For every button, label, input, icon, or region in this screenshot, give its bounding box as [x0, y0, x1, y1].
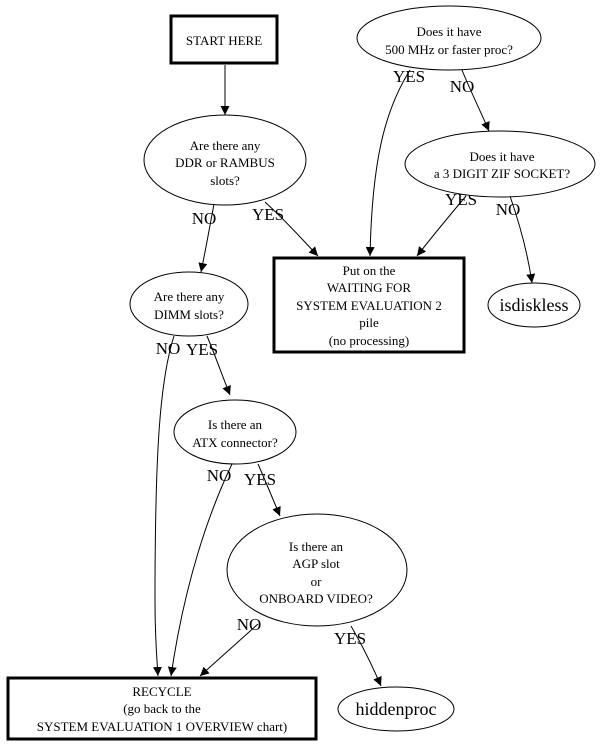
node-waiting-line-2: WAITING FOR [327, 280, 411, 295]
edge-label-atx-yes: YES [244, 470, 276, 489]
edge-atx-recycle [167, 463, 233, 677]
node-agp-line-3: or [311, 574, 323, 589]
edge-agp-hiddenproc [350, 625, 382, 687]
node-dimm-shape [129, 271, 249, 337]
node-zif-shape [404, 130, 596, 198]
edge-dimm-atx [206, 335, 231, 396]
node-recycle-line-1: RECYCLE [132, 684, 191, 699]
node-agp-shape [226, 513, 408, 627]
edge-zif-waiting [416, 195, 467, 257]
node-ddr-shape [143, 114, 307, 206]
edge-ddr-waiting [264, 201, 319, 257]
node-ddr: Are there any DDR or RAMBUS slots? [143, 114, 307, 206]
node-agp-line-2: AGP slot [292, 556, 340, 571]
node-atx: Is there an ATX connector? [173, 399, 297, 465]
node-isdiskless-text: isdiskless [499, 295, 568, 315]
node-ddr-line-1: Are there any [190, 138, 261, 153]
node-waiting-line-3: SYSTEM EVALUATION 2 [296, 298, 442, 313]
node-mhz-line-2: 500 MHz or faster proc? [385, 42, 513, 57]
edge-ddr-dimm [198, 203, 215, 273]
edge-label-ddr-no: NO [192, 209, 217, 228]
node-hiddenproc-shape [337, 686, 455, 732]
node-start-text: START HERE [186, 33, 262, 48]
node-mhz-line-1: Does it have [417, 24, 482, 39]
node-recycle: RECYCLE (go back to the SYSTEM EVALUATIO… [6, 676, 318, 741]
edge-label-agp-yes: YES [334, 629, 366, 648]
node-zif-line-1: Does it have [470, 149, 535, 164]
node-zif: Does it have a 3 DIGIT ZIF SOCKET? [404, 130, 596, 198]
edge-label-dimm-no: NO [156, 339, 181, 358]
node-recycle-line-2: (go back to the [123, 701, 201, 716]
edge-label-zif-no: NO [496, 200, 521, 219]
node-waiting-line-5: (no processing) [329, 333, 410, 348]
edges [152, 65, 536, 687]
node-isdiskless: isdiskless [487, 282, 581, 328]
node-recycle-line-3: SYSTEM EVALUATION 1 OVERVIEW chart) [37, 719, 288, 734]
edge-atx-agp [257, 463, 281, 517]
edge-mhz-waiting [365, 69, 411, 257]
edge-agp-recycle [199, 623, 259, 677]
edge-zif-isdiskless [509, 195, 536, 284]
node-waiting: Put on the WAITING FOR SYSTEM EVALUATION… [272, 256, 466, 354]
node-dimm-line-2: DIMM slots? [154, 307, 224, 322]
node-waiting-line-4: pile [359, 315, 379, 330]
node-mhz-shape [356, 5, 542, 71]
node-zif-line-2: a 3 DIGIT ZIF SOCKET? [434, 166, 570, 181]
node-recycle-shape [6, 676, 318, 741]
edge-label-dimm-yes: YES [186, 340, 218, 359]
node-start: START HERE [169, 14, 279, 65]
node-hiddenproc: hiddenproc [337, 686, 455, 732]
node-dimm-line-1: Are there any [154, 289, 225, 304]
node-isdiskless-shape [487, 282, 581, 328]
node-agp: Is there an AGP slot or ONBOARD VIDEO? [226, 513, 408, 627]
edge-label-mhz-no: NO [450, 77, 475, 96]
edge-label-atx-no: NO [207, 466, 232, 485]
node-hiddenproc-text: hiddenproc [356, 699, 437, 719]
node-agp-line-4: ONBOARD VIDEO? [259, 591, 373, 606]
node-atx-line-1: Is there an [208, 417, 263, 432]
edge-label-mhz-yes: YES [393, 67, 425, 86]
node-start-shape [169, 14, 279, 65]
edge-mhz-zif [461, 69, 490, 132]
node-atx-line-2: ATX connector? [192, 435, 278, 450]
node-mhz: Does it have 500 MHz or faster proc? [356, 5, 542, 71]
node-waiting-line-1: Put on the [343, 263, 396, 278]
edge-dimm-recycle [152, 335, 175, 677]
node-agp-line-1: Is there an [289, 539, 344, 554]
node-atx-shape [173, 399, 297, 465]
node-ddr-line-2: DDR or RAMBUS [175, 155, 275, 170]
edge-label-ddr-yes: YES [252, 205, 284, 224]
node-dimm: Are there any DIMM slots? [129, 271, 249, 337]
edge-labels: NO YES YES NO YES NO NO YES NO YES NO YE… [156, 67, 521, 648]
edge-label-agp-no: NO [237, 615, 262, 634]
node-ddr-line-3: slots? [210, 173, 240, 188]
node-waiting-shape [272, 256, 466, 354]
